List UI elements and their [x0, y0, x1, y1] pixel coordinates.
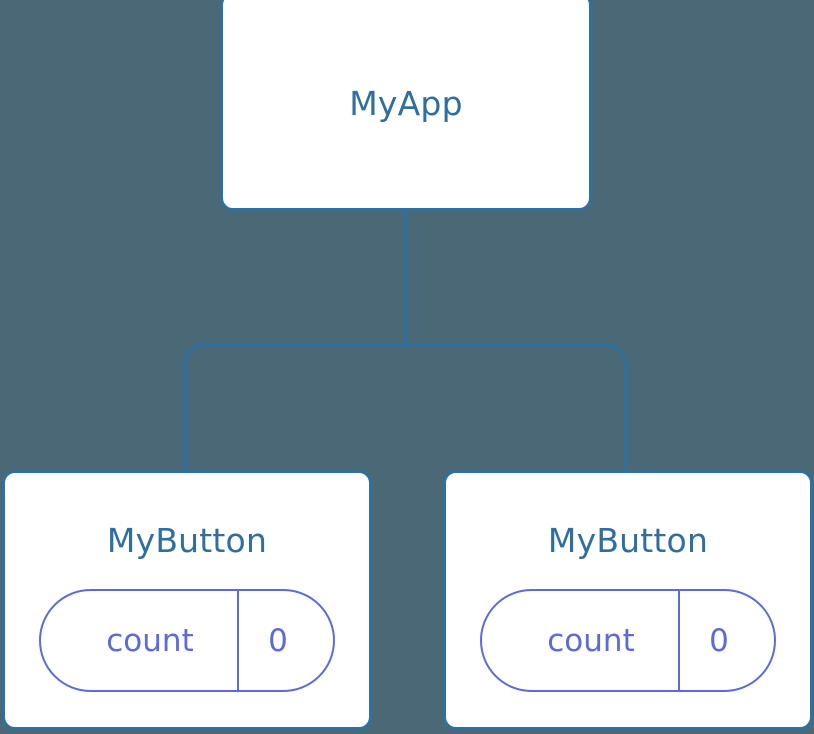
node-mybutton-left-title: MyButton: [106, 521, 268, 560]
edge-to-left-child: [183, 343, 406, 474]
state-divider-right: [678, 591, 680, 690]
edge-to-right-child: [405, 343, 627, 474]
state-value-right: 0: [709, 622, 729, 659]
node-mybutton-right-title: MyButton: [547, 521, 709, 560]
state-divider-left: [237, 591, 239, 690]
node-mybutton-right[interactable]: MyButton count 0: [443, 470, 813, 730]
state-pill-right[interactable]: count 0: [480, 589, 776, 692]
node-myapp[interactable]: MyApp: [220, 0, 592, 211]
node-myapp-title: MyApp: [349, 84, 463, 123]
state-pill-left[interactable]: count 0: [39, 589, 335, 692]
node-mybutton-left[interactable]: MyButton count 0: [2, 470, 372, 730]
state-value-left: 0: [268, 622, 288, 659]
state-key-right: count: [547, 622, 635, 659]
state-key-left: count: [106, 622, 194, 659]
